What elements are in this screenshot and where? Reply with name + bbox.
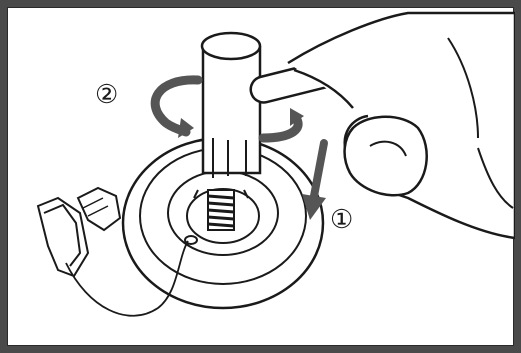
- rotation-arrow-left: [155, 80, 198, 132]
- step-1-label: ①: [330, 205, 353, 235]
- wrench-body: [203, 46, 260, 173]
- hand: [288, 13, 515, 238]
- valve-spring: [194, 190, 248, 230]
- illustration-panel: ② ①: [7, 7, 514, 346]
- step-2-label: ②: [95, 80, 118, 110]
- wrench-top: [202, 33, 260, 59]
- valve-wrench-illustration: ② ①: [8, 8, 515, 347]
- thumb: [345, 117, 427, 196]
